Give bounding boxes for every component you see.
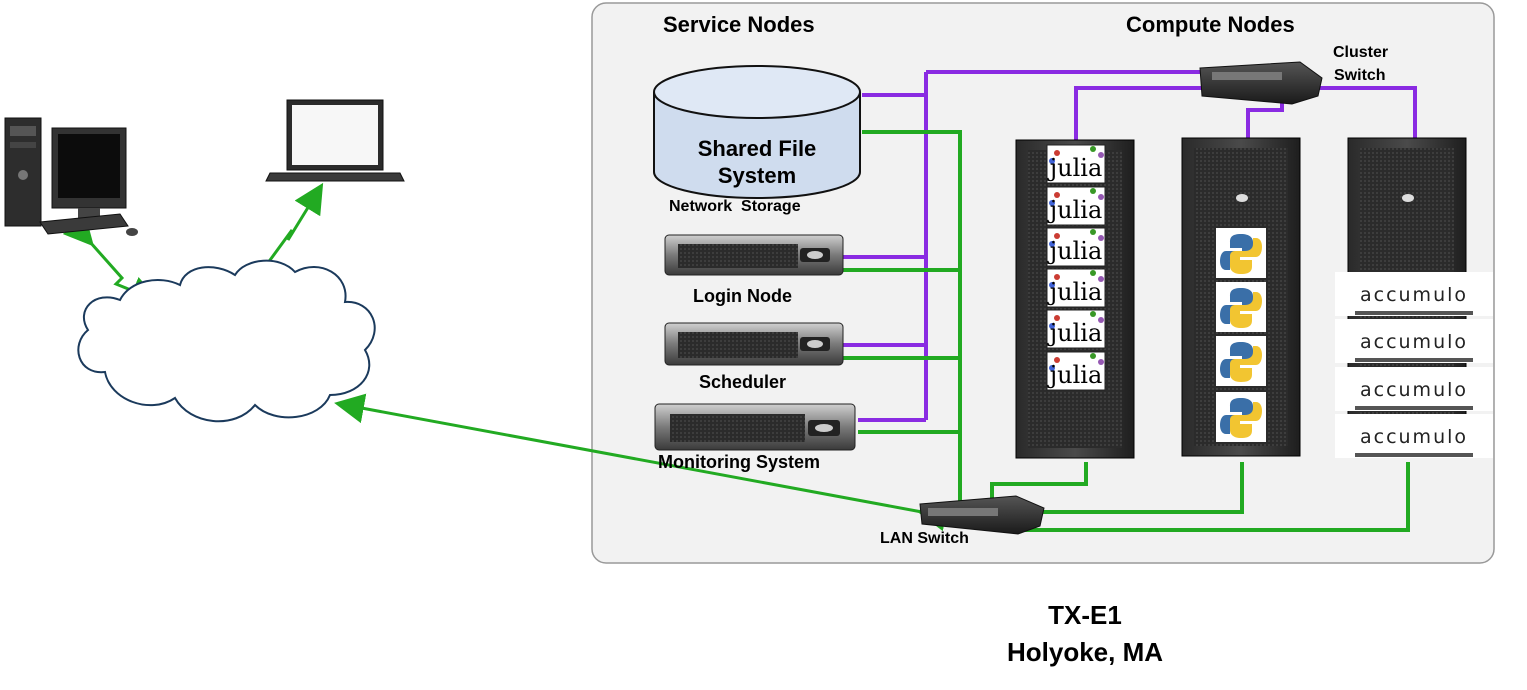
cluster-switch-label-2: Switch: [1334, 67, 1386, 84]
desktop-computer-icon: [4, 117, 138, 236]
julia-logo-icon: julia: [1046, 309, 1106, 349]
julia-logo-icon: julia: [1046, 186, 1106, 226]
cylinder-storage-icon: [653, 65, 861, 199]
network-switch-icon: [1199, 61, 1323, 105]
site-name-label: TX-E1: [1048, 600, 1122, 630]
scheduler-server-icon: [664, 322, 844, 366]
laptop-link: [227, 182, 324, 311]
lan-network-switch-icon: [919, 495, 1045, 535]
python-logo-icon: [1216, 392, 1266, 442]
scheduler-label: Scheduler: [699, 372, 787, 392]
compute-nodes-heading: Compute Nodes: [1126, 12, 1295, 37]
network-storage-label: Network Storage: [669, 198, 801, 215]
julia-logo-column: julia julia julia julia julia julia: [1046, 144, 1106, 391]
login-node-server-icon: [664, 234, 844, 276]
lan-links: [840, 130, 1410, 532]
login-node-label: Login Node: [693, 286, 792, 306]
shared-file-system-label-1: Shared File: [697, 136, 817, 161]
julia-logo-text: julia: [1047, 196, 1103, 224]
python-logo-icon: [1216, 282, 1266, 332]
julia-logo-icon: julia: [1046, 227, 1106, 267]
accumulo-logo-icon: accumulo: [1335, 414, 1493, 458]
python-logo-icon: [1216, 228, 1266, 278]
monitoring-system-label: Monitoring System: [658, 452, 821, 472]
julia-logo-text: julia: [1047, 154, 1103, 182]
julia-logo-icon: julia: [1046, 144, 1106, 184]
accumulo-logo-icon: accumulo: [1335, 367, 1493, 411]
shared-file-system-label-2: System: [717, 163, 797, 188]
julia-logo-text: julia: [1047, 361, 1103, 389]
laptop-icon: [265, 99, 405, 182]
wan-link: [334, 393, 949, 532]
site-location-label: Holyoke, MA: [1006, 637, 1164, 667]
accumulo-logo-icon: accumulo: [1335, 319, 1493, 363]
accumulo-logo-text: accumulo: [1360, 379, 1468, 401]
python-logo-column: [1216, 228, 1266, 442]
monitoring-server-icon: [654, 403, 856, 451]
accumulo-logo-text: accumulo: [1360, 284, 1468, 306]
service-nodes-heading: Service Nodes: [663, 12, 815, 37]
accumulo-logo-column: accumulo accumulo accumulo accumulo: [1335, 272, 1493, 458]
python-logo-icon: [1216, 336, 1266, 386]
accumulo-logo-text: accumulo: [1360, 426, 1468, 448]
cluster-switch-label-1: Cluster: [1333, 44, 1389, 61]
julia-logo-text: julia: [1047, 237, 1103, 265]
accumulo-logo-icon: accumulo: [1335, 272, 1493, 316]
julia-logo-icon: julia: [1046, 351, 1106, 391]
julia-logo-icon: julia: [1046, 268, 1106, 308]
network-cloud-icon: [77, 259, 376, 423]
accumulo-logo-text: accumulo: [1360, 331, 1468, 353]
julia-logo-text: julia: [1047, 319, 1103, 347]
julia-logo-text: julia: [1047, 278, 1103, 306]
lan-switch-label: LAN Switch: [880, 530, 969, 547]
